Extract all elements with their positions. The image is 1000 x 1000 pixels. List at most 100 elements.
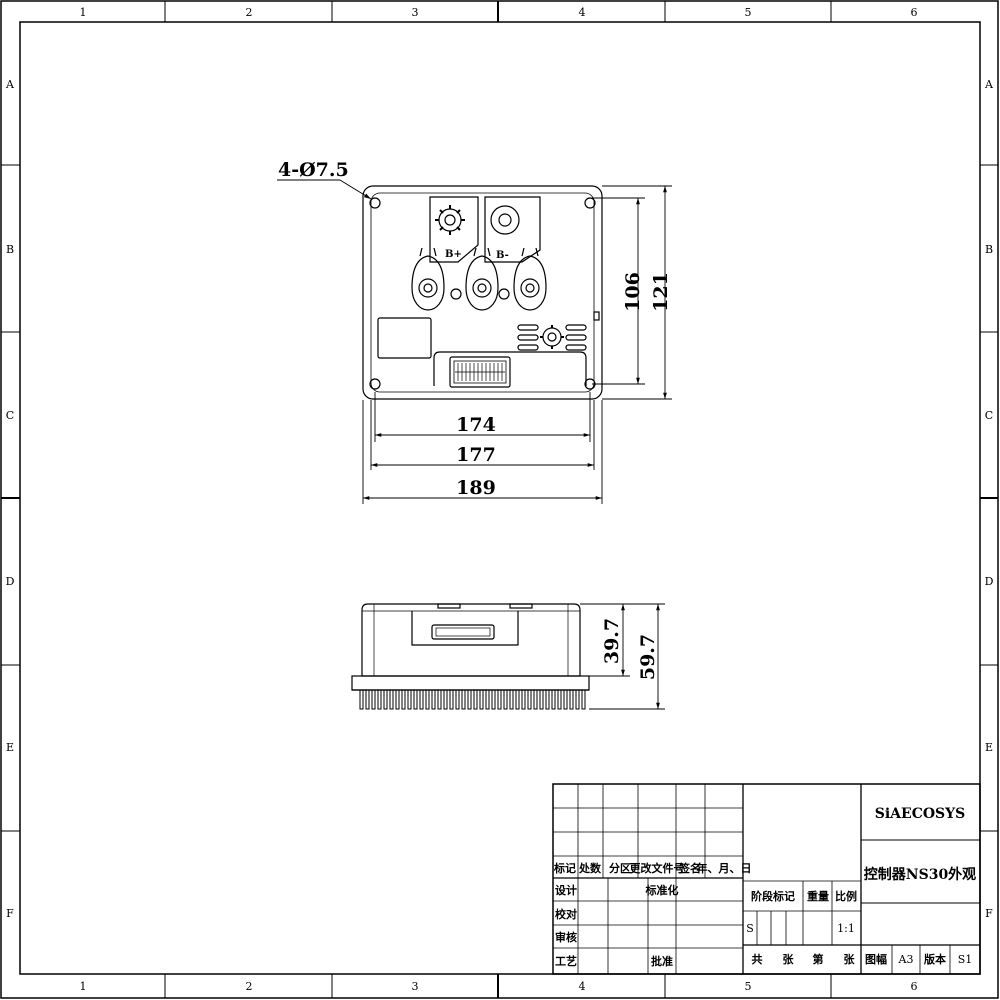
heatsink-fin bbox=[503, 689, 508, 710]
heatsink-fin bbox=[557, 689, 562, 710]
col-label: 4 bbox=[579, 980, 586, 993]
col-label: 3 bbox=[412, 6, 419, 19]
heatsink-fin bbox=[407, 689, 412, 710]
rev-header: 年、月、日 bbox=[697, 861, 752, 875]
rev-header: 分区 bbox=[609, 861, 631, 875]
sheets-label: 张 bbox=[783, 952, 795, 966]
col-label: 2 bbox=[246, 6, 253, 19]
heatsink-fin bbox=[539, 689, 544, 710]
heatsink-fin bbox=[437, 689, 442, 710]
power-lug bbox=[411, 247, 445, 311]
row-label: C bbox=[985, 409, 993, 422]
title-block-text: 标记 处数 分区 更改文件号 签名 年、月、日 设计 校对 审核 工艺 标准化 … bbox=[553, 806, 976, 968]
connector-pins bbox=[455, 363, 505, 381]
col-label: 2 bbox=[246, 980, 253, 993]
col-label: 5 bbox=[745, 6, 752, 19]
signal-connector bbox=[449, 356, 511, 388]
controller-top-view bbox=[362, 185, 603, 400]
heatsink-fin bbox=[473, 689, 478, 710]
heatsink-fin bbox=[569, 689, 574, 710]
row-label: E bbox=[985, 741, 993, 754]
side-tab bbox=[593, 311, 600, 321]
terminal-label-negative: B- bbox=[496, 250, 509, 261]
gear-icon bbox=[435, 205, 465, 235]
rev-header: 处数 bbox=[578, 861, 602, 875]
heatsink-fin bbox=[455, 689, 460, 710]
dim-121: 121 bbox=[650, 272, 672, 312]
col-label: 4 bbox=[579, 6, 586, 19]
connector-recess bbox=[433, 351, 587, 386]
rev-header: 签名 bbox=[678, 861, 701, 875]
weight-label: 重量 bbox=[807, 889, 829, 903]
col-label: 1 bbox=[80, 980, 87, 993]
heatsink-fin bbox=[401, 689, 406, 710]
row-label: B bbox=[6, 243, 14, 256]
heatsink-fin bbox=[383, 689, 388, 710]
heatsink-fins bbox=[359, 689, 586, 710]
dim-39-7: 39.7 bbox=[601, 618, 623, 664]
heatsink-fin bbox=[497, 689, 502, 710]
heatsink-fin bbox=[413, 689, 418, 710]
stage-value: S bbox=[746, 922, 754, 935]
heatsink-fin bbox=[431, 689, 436, 710]
role-review: 审核 bbox=[555, 930, 577, 944]
row-label: E bbox=[6, 741, 14, 754]
dim-177: 177 bbox=[456, 444, 496, 466]
approve-label: 批准 bbox=[651, 954, 673, 968]
stage-mark-label: 阶段标记 bbox=[751, 889, 795, 903]
heatsink-fin bbox=[467, 689, 472, 710]
format-value: A3 bbox=[898, 953, 914, 966]
heatsink-fin bbox=[395, 689, 400, 710]
heatsink-fin bbox=[389, 689, 394, 710]
power-lug bbox=[465, 247, 499, 311]
heatsink-fin bbox=[461, 689, 466, 710]
heatsink-fin bbox=[443, 689, 448, 710]
role-design: 设计 bbox=[555, 883, 577, 897]
heatsink-fin bbox=[575, 689, 580, 710]
row-label: D bbox=[6, 575, 15, 588]
scale-value: 1:1 bbox=[837, 922, 855, 935]
scale-label: 比例 bbox=[835, 889, 857, 903]
heatsink-fin bbox=[527, 689, 532, 710]
power-lug bbox=[513, 247, 547, 311]
terminal-label-positive: B+ bbox=[445, 249, 462, 260]
role-check: 校对 bbox=[555, 907, 577, 921]
mount-hole bbox=[369, 378, 381, 390]
ruler-labels: 1 2 3 4 5 6 1 2 3 4 5 6 A B C D E F A B … bbox=[5, 6, 994, 993]
heatsink-fin bbox=[545, 689, 550, 710]
heatsink-fin bbox=[491, 689, 496, 710]
format-label: 图幅 bbox=[865, 952, 887, 966]
round-stud-icon bbox=[490, 205, 520, 235]
row-label: D bbox=[985, 575, 994, 588]
heatsink-fin bbox=[485, 689, 490, 710]
heatsink-fin bbox=[449, 689, 454, 710]
rev-header: 标记 bbox=[553, 861, 576, 875]
drawing-title: 控制器NS30外观 bbox=[864, 866, 976, 883]
housing-outline bbox=[362, 185, 603, 400]
heatsink-fin bbox=[377, 689, 382, 710]
heatsink-fin bbox=[371, 689, 376, 710]
controller-side-view bbox=[351, 603, 590, 710]
heatsink-fin bbox=[581, 689, 586, 710]
mount-hole bbox=[584, 197, 596, 209]
col-label: 1 bbox=[80, 6, 87, 19]
housing-inner bbox=[370, 192, 595, 393]
horizontal-dimensions bbox=[362, 392, 603, 504]
row-label: A bbox=[984, 78, 994, 91]
row-label: F bbox=[985, 907, 993, 920]
row-label: C bbox=[6, 409, 14, 422]
small-screw bbox=[498, 288, 510, 300]
dim-174: 174 bbox=[456, 414, 496, 436]
row-label: F bbox=[6, 907, 14, 920]
rev-header: 更改文件号 bbox=[630, 861, 685, 875]
heatsink-fin bbox=[533, 689, 538, 710]
heatsink-fin bbox=[563, 689, 568, 710]
mount-hole bbox=[369, 197, 381, 209]
hole-callout-leader bbox=[277, 179, 372, 200]
role-process: 工艺 bbox=[555, 954, 577, 968]
heatsink-fin bbox=[359, 689, 364, 710]
heatsink-fin bbox=[419, 689, 424, 710]
company-name: SiAECOSYS bbox=[875, 806, 966, 822]
dim-106: 106 bbox=[622, 272, 644, 312]
